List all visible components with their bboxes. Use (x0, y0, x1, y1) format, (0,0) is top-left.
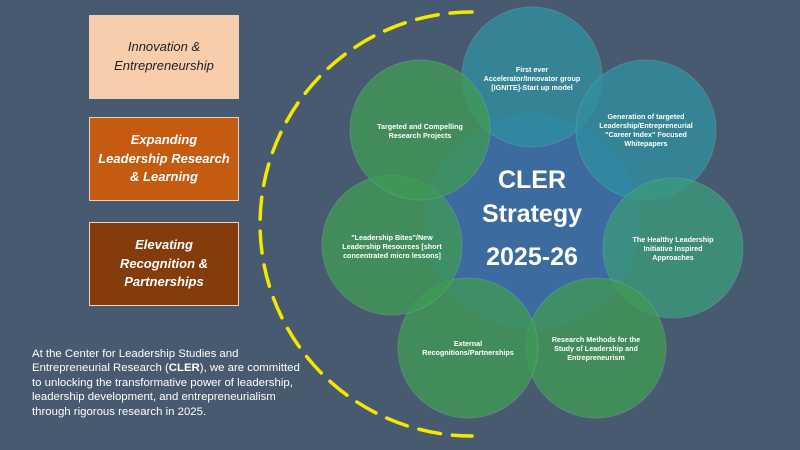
description-paragraph: At the Center for Leadership Studies and… (32, 348, 300, 418)
petal-research-projects (349, 59, 491, 201)
petal-leadership-bites-label: "Leadership Bites"/New Leadership Resour… (342, 232, 442, 260)
petal-healthy-leadership (602, 177, 744, 319)
petal-whitepapers-label: Generation of targeted Leadership/Entrep… (599, 112, 693, 148)
petal-ignite-label: First ever Accelerator/Innovator group [… (483, 64, 581, 92)
card-innovation-entrepreneurship: Innovation & Entrepreneurship (89, 15, 239, 99)
center-title-strategy: Strategy (481, 200, 583, 228)
petal-healthy-leadership-label: The Healthy Leadership Initiative Inspir… (632, 234, 714, 262)
petal-group (321, 6, 744, 419)
dashed-arc (258, 10, 474, 438)
petal-external-recognitions (397, 277, 539, 419)
card-elevating-recognition: Elevating Recognition & Partnerships (89, 222, 239, 306)
card-label: Innovation & Entrepreneurship (114, 39, 214, 73)
petal-research-projects-label: Targeted and Compelling Research Project… (377, 122, 463, 140)
petal-research-methods-label: Research Methods for the Study of Leader… (551, 334, 641, 362)
center-title-year: 2025-26 (486, 243, 578, 271)
card-expanding-leadership: Expanding Leadership Research & Learning (89, 117, 239, 201)
card-label: Expanding Leadership Research & Learning (98, 131, 230, 185)
center-title-cler: CLER (497, 166, 567, 194)
card-label: Elevating Recognition & Partnerships (119, 236, 209, 290)
cler-bold: CLER (168, 362, 200, 375)
petal-external-recognitions-label: External Recognitions/Partnerships (422, 339, 514, 357)
